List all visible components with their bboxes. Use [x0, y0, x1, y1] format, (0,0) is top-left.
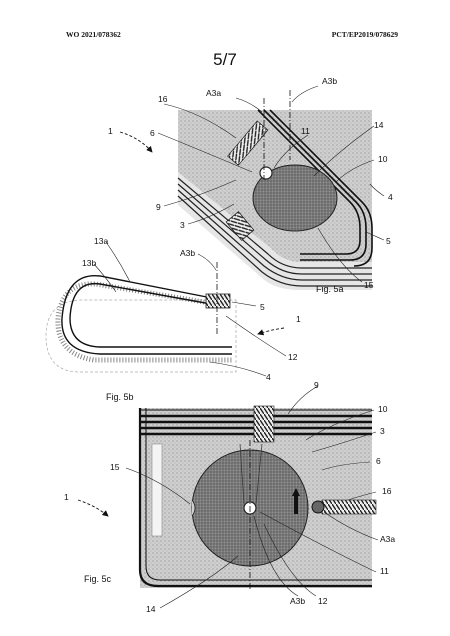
page-number: 5/7 [213, 50, 237, 69]
fig5c-label-A3b: A3b [290, 596, 305, 606]
fig5b-label-A3b: A3b [180, 248, 195, 258]
fig5a-label-10: 10 [378, 154, 388, 164]
fig5a-label-9: 9 [156, 202, 161, 212]
figure-5b: 13a 13b A3b 5 1 12 4 Fig. 5b [45, 236, 301, 402]
fig5b-label-13a: 13a [94, 236, 108, 246]
header-publication-number: WO 2021/078362 [66, 30, 121, 39]
fig5b-label-1: 1 [296, 314, 301, 324]
fig5b-label-13b: 13b [82, 258, 96, 268]
fig5a-label-A3a: A3a [206, 88, 221, 98]
fig5b-label-4: 4 [266, 372, 271, 382]
fig5c-label-6: 6 [376, 456, 381, 466]
fig5c-label-14: 14 [146, 604, 156, 614]
fig5c-label-12: 12 [318, 596, 328, 606]
fig5a-label-1: 1 [108, 126, 113, 136]
fig5c-label-15: 15 [110, 462, 120, 472]
fig5c-label-11: 11 [380, 566, 389, 576]
fig5a-label-A3b: A3b [322, 76, 337, 86]
fig5c-label-10: 10 [378, 404, 388, 414]
fig5b-caption: Fig. 5b [106, 392, 134, 402]
fig5c-label-3: 3 [380, 426, 385, 436]
header-application-number: PCT/EP2019/078629 [331, 30, 398, 39]
fig5c-label-9: 9 [314, 380, 319, 390]
fig5a-label-15: 15 [364, 280, 374, 290]
fig5a-label-16: 16 [158, 94, 168, 104]
fig5c-label-1: 1 [64, 492, 69, 502]
fig5a-caption: Fig. 5a [316, 284, 344, 294]
fig5a-label-5: 5 [386, 236, 391, 246]
fig5c-label-A3a: A3a [380, 534, 395, 544]
figure-5a: 16 A3a A3b 11 1 6 14 10 4 9 3 5 15 Fig. … [108, 76, 393, 294]
fig5a-label-6: 6 [150, 128, 155, 138]
fig5a-label-14: 14 [374, 120, 384, 130]
fig5c-caption: Fig. 5c [84, 574, 112, 584]
fig5c-label-16: 16 [382, 486, 392, 496]
figure-5c: 9 10 3 15 6 16 1 A3a 11 14 A3b 12 Fig. 5… [64, 380, 395, 614]
fig5b-label-12: 12 [288, 352, 298, 362]
fig5b-label-5: 5 [260, 302, 265, 312]
fig5a-label-11: 11 [301, 126, 310, 136]
fig5a-label-3: 3 [180, 220, 185, 230]
fig5a-label-4: 4 [388, 192, 393, 202]
